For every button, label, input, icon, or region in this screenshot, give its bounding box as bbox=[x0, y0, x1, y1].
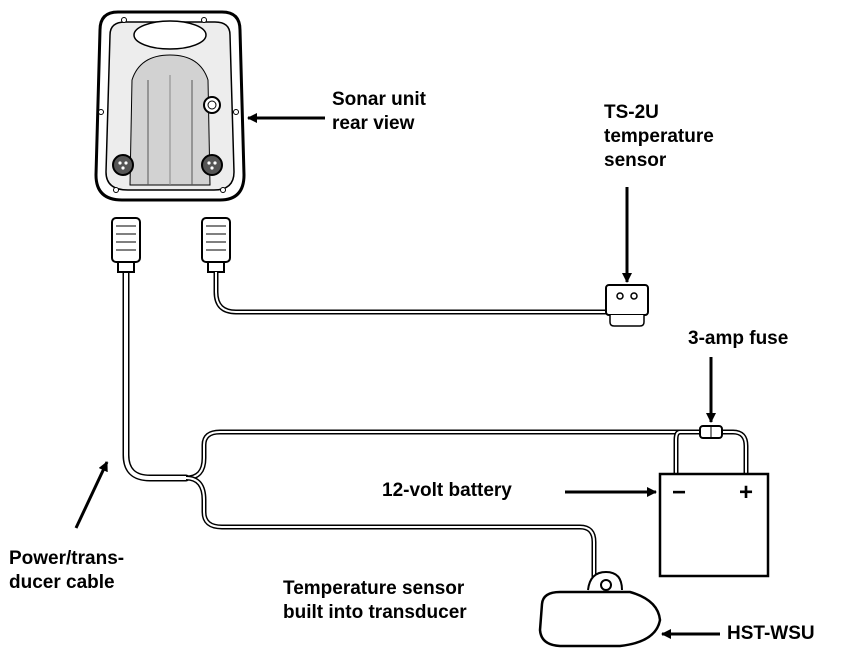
label-battery: 12-volt battery bbox=[382, 480, 512, 501]
battery-minus: − bbox=[672, 479, 686, 506]
fuse-holder bbox=[699, 425, 723, 439]
hst-wsu-transducer bbox=[538, 570, 662, 648]
temp-sensor-cable-connector bbox=[201, 217, 231, 273]
ts2u-cable bbox=[213, 272, 606, 315]
transducer-cable bbox=[185, 475, 597, 590]
power-cable-connector bbox=[111, 217, 141, 273]
label-sonar-unit: Sonar unit rear view bbox=[332, 89, 426, 134]
label-power-cable: Power/trans- ducer cable bbox=[9, 548, 125, 593]
label-fuse: 3-amp fuse bbox=[688, 328, 789, 349]
ts2u-temperature-sensor bbox=[605, 284, 649, 327]
pointer-arrows bbox=[74, 113, 720, 639]
label-ts2u: TS-2U temperature sensor bbox=[604, 102, 714, 171]
sonar-unit-rear-view bbox=[94, 10, 246, 202]
power-transducer-cable bbox=[122, 266, 190, 482]
battery: − + bbox=[658, 472, 770, 578]
battery-plus: + bbox=[739, 479, 753, 506]
label-hst-wsu: HST-WSU bbox=[727, 623, 815, 644]
arrow-power-cable bbox=[74, 461, 109, 529]
label-temp-sensor-built-in: Temperature sensor built into transducer bbox=[283, 578, 467, 623]
power-cable-to-battery bbox=[185, 429, 749, 481]
